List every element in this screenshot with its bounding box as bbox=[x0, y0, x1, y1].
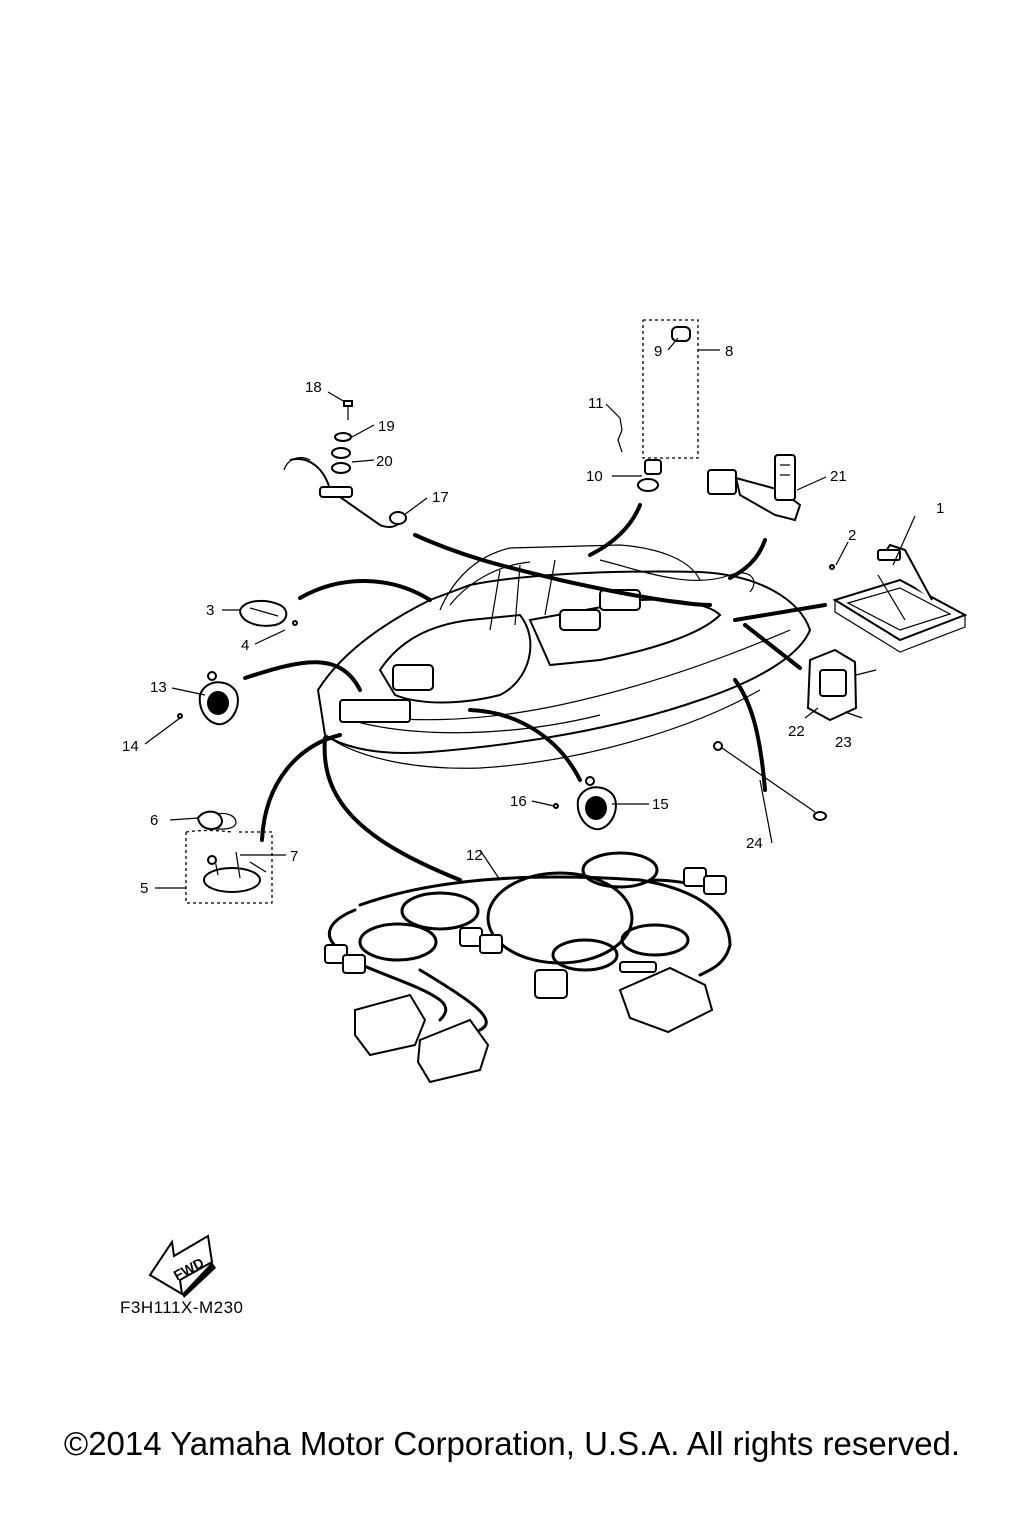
callout-10: 10 bbox=[586, 468, 603, 485]
callout-1: 1 bbox=[936, 500, 944, 517]
document-code: F3H111X-M230 bbox=[120, 1298, 244, 1317]
antenna-bracket-assembly bbox=[283, 400, 407, 528]
callout-labels: 1 2 3 4 5 6 7 8 9 10 11 12 13 14 15 16 1… bbox=[122, 343, 944, 897]
callout-12: 12 bbox=[466, 847, 483, 864]
callout-24: 24 bbox=[746, 835, 763, 852]
callout-18: 18 bbox=[305, 379, 322, 396]
callout-6: 6 bbox=[150, 812, 158, 829]
sensor-part-21 bbox=[707, 454, 802, 522]
boat-hull bbox=[316, 544, 812, 769]
callout-4: 4 bbox=[241, 637, 249, 654]
callout-7: 7 bbox=[290, 848, 298, 865]
callout-9: 9 bbox=[654, 343, 662, 360]
callout-3: 3 bbox=[206, 602, 214, 619]
callout-14: 14 bbox=[122, 738, 139, 755]
callout-20: 20 bbox=[376, 453, 393, 470]
callout-23: 23 bbox=[835, 734, 852, 751]
cover-part-3 bbox=[238, 599, 298, 627]
speaker-right bbox=[553, 776, 617, 831]
battery-tray bbox=[829, 543, 968, 653]
callout-5: 5 bbox=[140, 880, 148, 897]
electrical-box bbox=[806, 648, 877, 722]
dipstick-tube-assembly bbox=[617, 319, 699, 492]
callout-leaders bbox=[144, 337, 916, 889]
callout-11: 11 bbox=[588, 395, 604, 412]
callout-15: 15 bbox=[652, 796, 669, 813]
callout-2: 2 bbox=[848, 527, 856, 544]
callout-21: 21 bbox=[830, 468, 847, 485]
leader-arrows bbox=[243, 503, 827, 882]
callout-16: 16 bbox=[510, 793, 527, 810]
ground-cable bbox=[713, 741, 827, 821]
wiring-harness bbox=[324, 851, 732, 1084]
callout-8: 8 bbox=[725, 343, 733, 360]
callout-19: 19 bbox=[378, 418, 395, 435]
fwd-arrow-icon: FWD bbox=[148, 1234, 216, 1298]
callout-13: 13 bbox=[150, 679, 167, 696]
callout-22: 22 bbox=[788, 723, 805, 740]
callout-17: 17 bbox=[432, 489, 449, 506]
copyright-notice: ©2014 Yamaha Motor Corporation, U.S.A. A… bbox=[63, 1425, 961, 1462]
speaker-left bbox=[177, 671, 239, 726]
switch-assembly bbox=[185, 810, 273, 904]
